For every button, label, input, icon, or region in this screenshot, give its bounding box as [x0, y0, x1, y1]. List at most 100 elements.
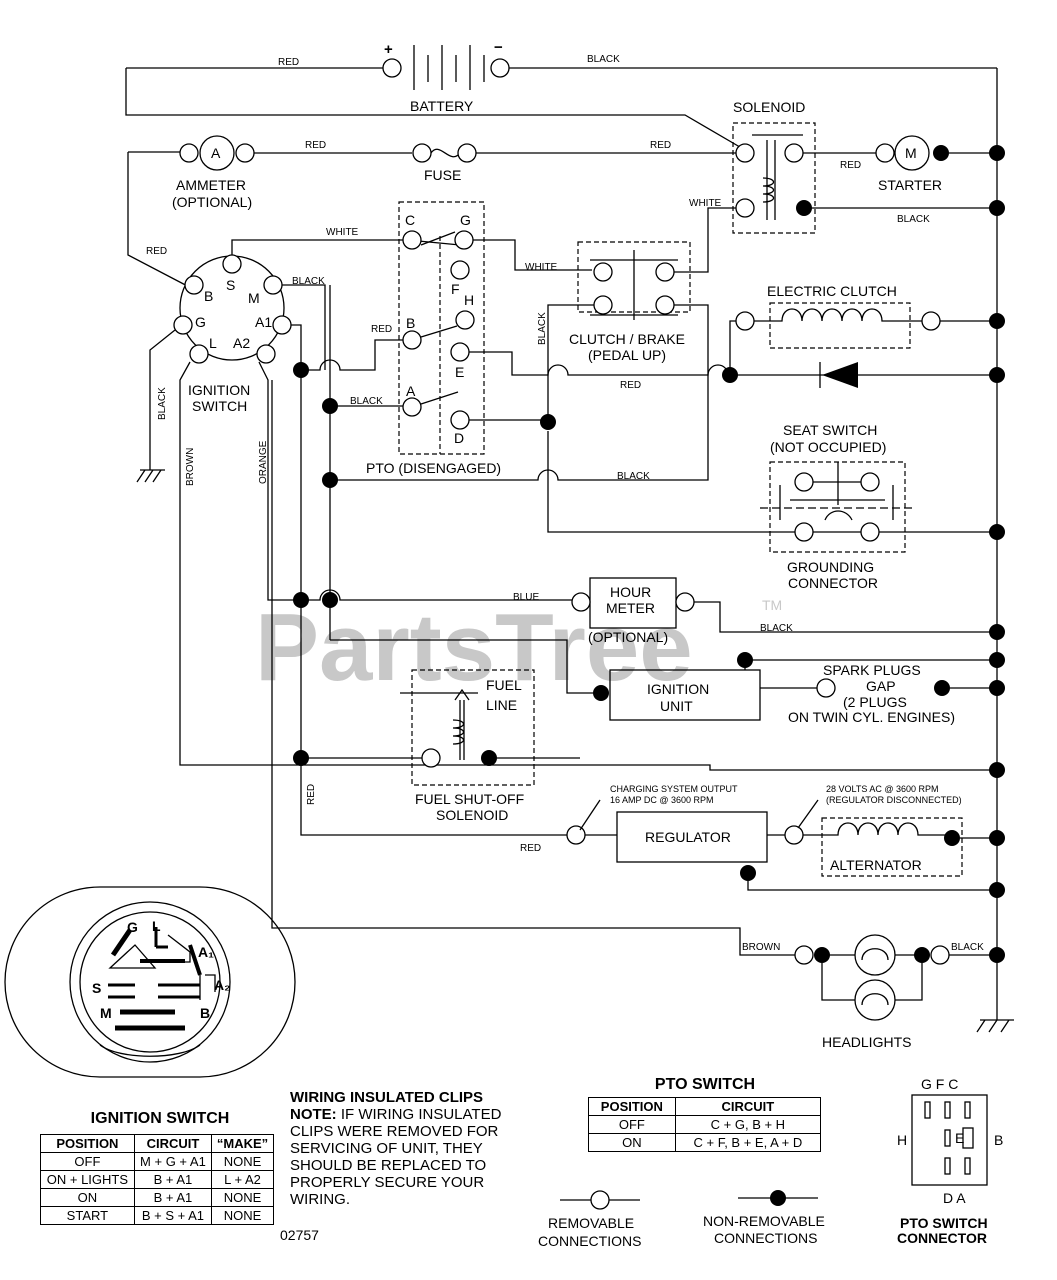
ammeter: A AMMETER (OPTIONAL)	[127, 135, 255, 291]
fuel-solenoid-label-2: SOLENOID	[436, 807, 508, 823]
hour-meter-label-1: HOUR	[610, 584, 651, 600]
spark-plugs-label-1: SPARK PLUGS	[823, 662, 921, 678]
trademark: TM	[762, 597, 782, 613]
wire-label-red-fuse: RED	[650, 140, 671, 151]
bus-junctions	[989, 145, 1005, 963]
ign-terminal-a2: A2	[233, 335, 250, 351]
pto-terminal-e: E	[455, 364, 464, 380]
wire-label-black-ign: BLACK	[292, 276, 325, 287]
fuel-solenoid: FUEL LINE FUEL SHUT-OFF SOLENOID	[400, 669, 535, 823]
table-cell: NONE	[211, 1188, 274, 1207]
wire-label-red-battery: RED	[278, 57, 299, 68]
legend-removable-2: CONNECTIONS	[538, 1233, 641, 1249]
legend: REMOVABLE CONNECTIONS NON-REMOVABLE CONN…	[538, 1190, 825, 1249]
spark-plugs-label-3: (2 PLUGS	[843, 694, 907, 710]
alternator: ALTERNATOR	[803, 817, 963, 877]
clips-note-line: WIRING.	[290, 1191, 350, 1208]
wire-label-black-pto: BLACK	[350, 396, 383, 407]
starter-label: STARTER	[878, 177, 942, 193]
grounding-label-1: GROUNDING	[787, 559, 874, 575]
wire-label-brown-ign: BROWN	[185, 448, 196, 486]
starter-symbol: M	[905, 145, 917, 161]
pto-switch-connector: G F C H E B D A PTO SWITCH CONNECTOR	[897, 1076, 1003, 1246]
hour-meter-optional-label: (OPTIONAL)	[588, 629, 668, 645]
table-cell: ON + LIGHTS	[40, 1170, 135, 1189]
pto-terminal-b: B	[406, 315, 415, 331]
battery-negative-label: −	[494, 39, 503, 56]
legend-nonremovable-1: NON-REMOVABLE	[703, 1213, 825, 1229]
ign-terminal-l: L	[209, 335, 217, 351]
solenoid-label: SOLENOID	[733, 99, 805, 115]
wire-label-white-solenoid: WHITE	[689, 198, 722, 209]
pto-connector-title-2: CONNECTOR	[897, 1230, 987, 1246]
grounding-label-2: CONNECTOR	[788, 575, 878, 591]
ignition_switch_table-header: CIRCUIT	[133, 1134, 213, 1153]
wire-label-black-seat: BLACK	[617, 471, 650, 482]
diagram-code: 02757	[280, 1227, 319, 1243]
pto-connector-left-label: H	[897, 1132, 907, 1148]
charging-output-label-2: 16 AMP DC @ 3600 RPM	[610, 795, 714, 805]
ign-terminal-s: S	[226, 277, 235, 293]
face-terminal-a1: A₁	[198, 944, 214, 960]
ac-output-label-1: 28 VOLTS AC @ 3600 RPM	[826, 784, 939, 794]
table-cell: C + G, B + H	[674, 1115, 822, 1134]
battery-positive-label: +	[384, 41, 393, 58]
pto-terminal-d: D	[454, 430, 464, 446]
ignition-switch-table-title: IGNITION SWITCH	[90, 1110, 230, 1127]
pto-connector-top-labels: G F C	[921, 1076, 958, 1092]
pto_switch_table-header: POSITION	[588, 1097, 676, 1116]
electric-clutch-label: ELECTRIC CLUTCH	[767, 283, 897, 299]
ammeter-optional-label: (OPTIONAL)	[172, 194, 252, 210]
clips-note: WIRING INSULATED CLIPS NOTE: IF WIRING I…	[290, 1089, 550, 1208]
table-cell: OFF	[40, 1152, 135, 1171]
spark-plugs-label-4: ON TWIN CYL. ENGINES)	[788, 709, 955, 725]
battery: + − BATTERY	[125, 39, 997, 151]
ign-terminal-m: M	[248, 290, 260, 306]
wire-label-black-battery: BLACK	[587, 54, 620, 65]
seat-switch: SEAT SWITCH (NOT OCCUPIED) GROUNDING CON…	[760, 422, 915, 591]
ign-terminal-g: G	[195, 314, 206, 330]
diode	[819, 362, 858, 388]
wire-label-brown-headlights: BROWN	[742, 942, 780, 953]
clips-note-line: IF WIRING INSULATED	[340, 1106, 502, 1123]
wire-label-black-headlights: BLACK	[951, 942, 984, 953]
wire-label-white-ign: WHITE	[326, 227, 359, 238]
face-terminal-l: L	[152, 918, 161, 934]
ign-terminal-b: B	[204, 288, 213, 304]
clips-note-line: CLIPS WERE REMOVED FOR	[290, 1123, 499, 1140]
face-terminal-m: M	[100, 1005, 112, 1021]
wire-label-red-pto: RED	[371, 324, 392, 335]
ign-terminal-a1: A1	[255, 314, 272, 330]
fuel-line-label-1: FUEL	[486, 677, 522, 693]
fuel-line-label-2: LINE	[486, 697, 517, 713]
wire-label-black-clutch: BLACK	[537, 312, 548, 345]
table-cell: B + S + A1	[133, 1206, 213, 1225]
table-cell: NONE	[211, 1152, 274, 1171]
hour-meter: HOUR METER (OPTIONAL)	[571, 577, 695, 645]
fuse-label: FUSE	[424, 167, 461, 183]
seat-switch-label-1: SEAT SWITCH	[783, 422, 877, 438]
ac-output-label-2: (REGULATOR DISCONNECTED)	[826, 795, 962, 805]
clutch-brake-switch: CLUTCH / BRAKE (PEDAL UP)	[569, 241, 691, 363]
electric-clutch: ELECTRIC CLUTCH	[735, 283, 941, 349]
clips-note-line: PROPERLY SECURE YOUR	[290, 1174, 485, 1191]
regulator: REGULATOR	[616, 811, 768, 863]
pto-switch-table-title: PTO SWITCH	[654, 1076, 756, 1093]
pto-terminal-c: C	[405, 212, 415, 228]
wire-label-red-starter: RED	[840, 160, 861, 171]
face-terminal-a2: A₂	[214, 977, 230, 993]
regulator-label: REGULATOR	[645, 829, 731, 845]
headlights: HEADLIGHTS	[794, 934, 950, 1050]
clips-note-title: WIRING INSULATED CLIPS	[290, 1089, 484, 1106]
pto-terminal-h: H	[464, 292, 474, 308]
seat-switch-label-2: (NOT OCCUPIED)	[770, 439, 886, 455]
table-cell: START	[40, 1206, 135, 1225]
battery-label: BATTERY	[410, 98, 474, 114]
wire-label-white-clutch: WHITE	[525, 262, 558, 273]
